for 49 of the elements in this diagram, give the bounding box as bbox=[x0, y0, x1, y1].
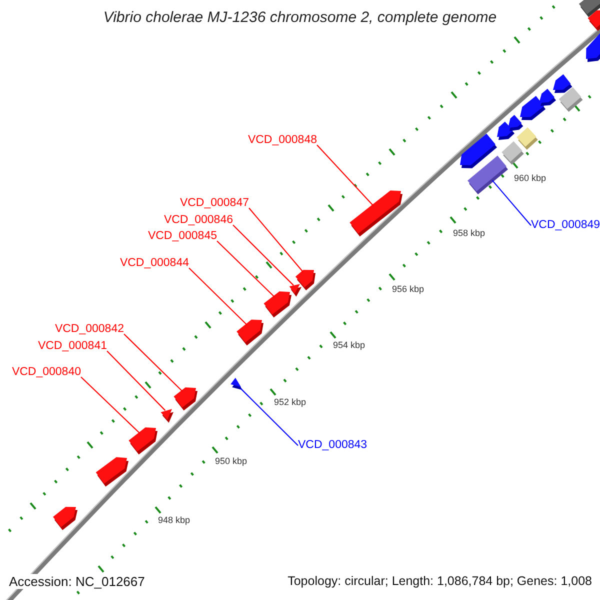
leader-line bbox=[106, 350, 166, 411]
gene-label: VCD_000841 bbox=[38, 340, 107, 353]
leader-line bbox=[492, 180, 532, 226]
gene-feature bbox=[52, 506, 78, 530]
leader-line bbox=[216, 240, 276, 298]
gene-label: VCD_000845 bbox=[148, 230, 217, 243]
gene-feature bbox=[295, 270, 316, 290]
gene-label: VCD_000842 bbox=[54, 323, 124, 336]
gene-label: VCD_000840 bbox=[12, 366, 81, 379]
gene-block bbox=[502, 141, 524, 165]
gene-feature bbox=[264, 291, 292, 318]
scale-label: 958 kbp bbox=[453, 228, 486, 238]
gene-feature bbox=[174, 387, 198, 411]
scale-label: 950 kbp bbox=[215, 456, 248, 466]
gene-label: VCD_000849 bbox=[531, 219, 600, 232]
gene-label: VCD_000847 bbox=[180, 197, 249, 210]
gene-feature bbox=[588, 10, 600, 31]
gene-feature bbox=[539, 88, 556, 106]
gene-label: VCD_000843 bbox=[298, 439, 368, 452]
leader-line bbox=[80, 376, 141, 434]
gene-feature bbox=[289, 284, 302, 297]
leader-line bbox=[248, 208, 304, 272]
scale-label: 954 kbp bbox=[333, 340, 366, 350]
gene-feature bbox=[236, 320, 264, 346]
genome-summary: Topology: circular; Length: 1,086,784 bp; Genes: 1,008 bbox=[288, 574, 592, 588]
leader-line bbox=[240, 388, 298, 446]
gene-feature bbox=[350, 190, 402, 236]
gene-feature bbox=[230, 378, 242, 390]
gene-block bbox=[558, 87, 583, 112]
scale-label: 952 kbp bbox=[274, 397, 306, 407]
leader-line bbox=[232, 224, 294, 286]
diagram-title: Vibrio cholerae MJ-1236 chromosome 2, complete genome bbox=[102, 9, 498, 26]
gene-feature bbox=[160, 409, 174, 423]
gene-label: VCD_000848 bbox=[248, 134, 317, 147]
gene-feature bbox=[128, 427, 158, 455]
gene-block bbox=[516, 127, 538, 150]
scale-label: 948 kbp bbox=[158, 515, 190, 525]
gene-label: VCD_000844 bbox=[120, 257, 189, 270]
gene-feature bbox=[96, 457, 128, 487]
gene-feature bbox=[508, 114, 524, 131]
gene-block bbox=[468, 156, 508, 194]
scale-label: 960 kbp bbox=[514, 173, 546, 183]
gene-label: VCD_000846 bbox=[164, 214, 233, 227]
gene-feature bbox=[553, 74, 572, 93]
scale-label: 956 kbp bbox=[392, 284, 424, 294]
gene-feature bbox=[586, 31, 600, 62]
leader-line bbox=[316, 144, 374, 206]
leader-line bbox=[124, 334, 184, 392]
leader-line bbox=[188, 268, 248, 326]
